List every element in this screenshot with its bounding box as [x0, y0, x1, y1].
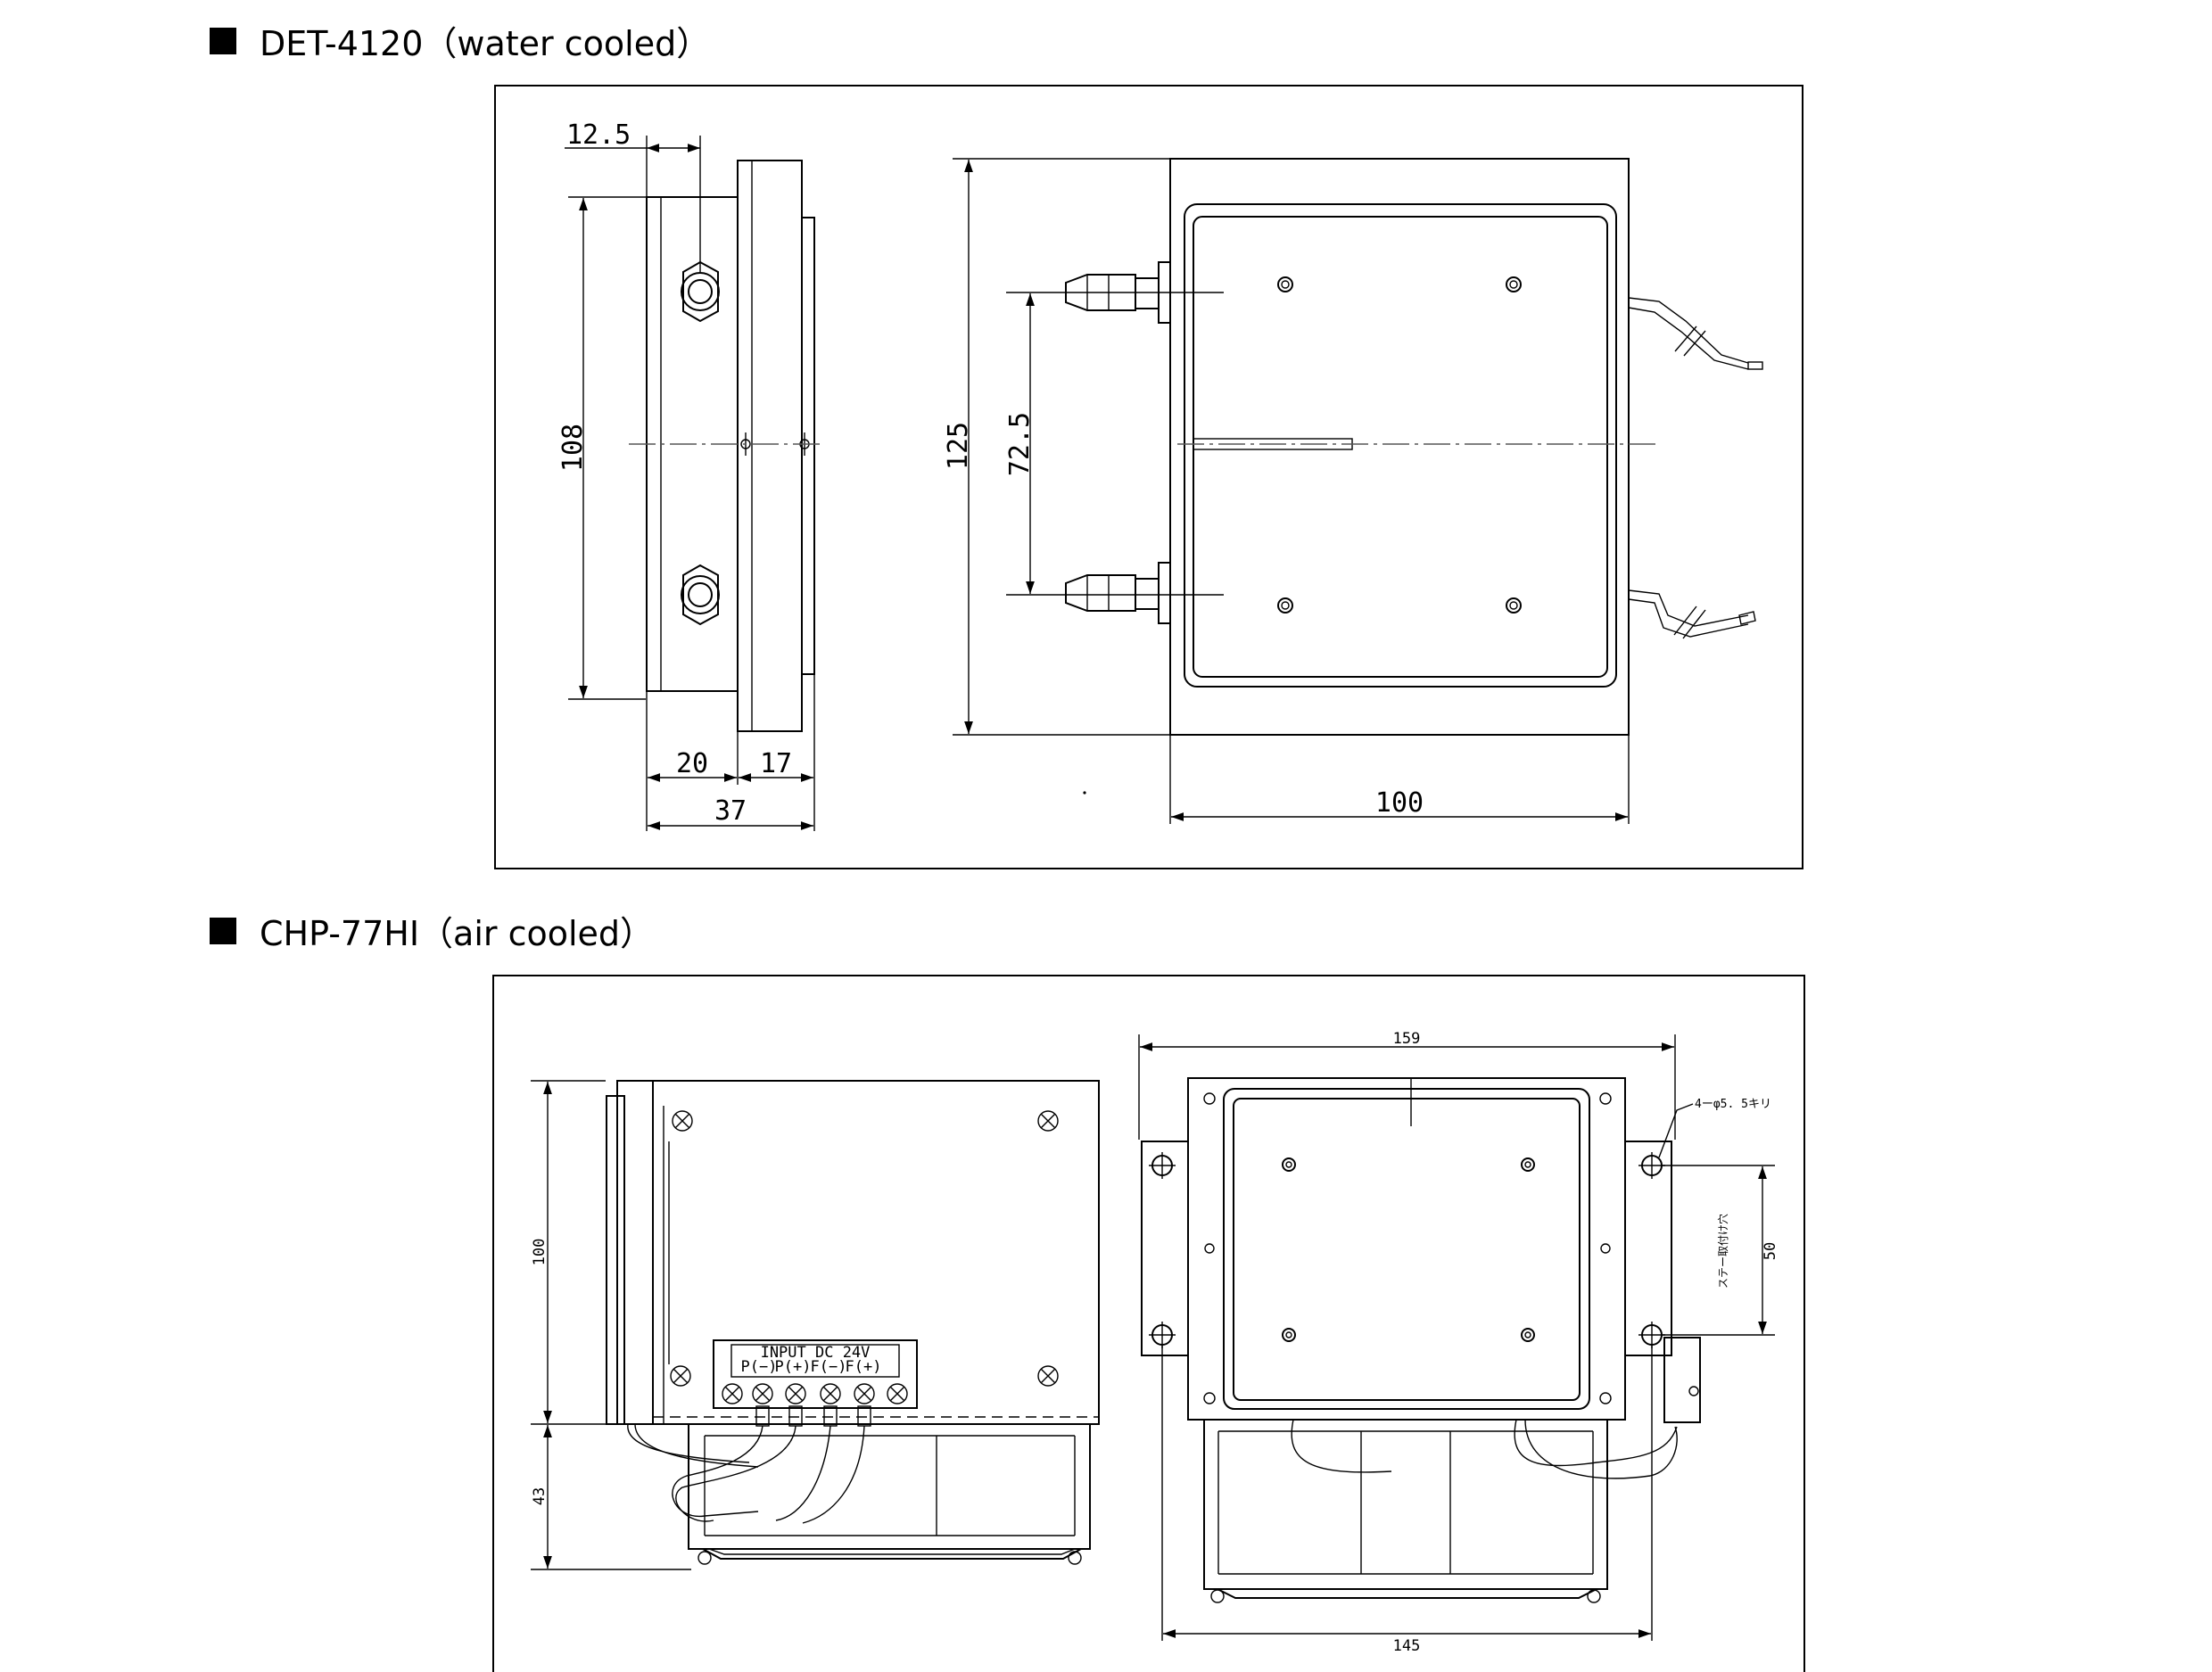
water-fitting-icon	[681, 564, 720, 626]
chp77hi-front-dimensions: 159 145 50 ステー取付け穴 4ーφ5. 5キリ	[1138, 1030, 1779, 1655]
section-heading-chp77hi: CHP-77HI（air cooled）	[210, 906, 654, 955]
drawing-frame-chp77hi	[492, 975, 1805, 1672]
dim-100: 100	[1375, 787, 1424, 819]
lead-wire-icon	[1628, 297, 1763, 639]
det4120-side-view	[629, 160, 825, 732]
terminal-label: F(−)	[811, 1358, 847, 1376]
dim-12-5: 12.5	[566, 119, 631, 151]
square-bullet-icon	[210, 27, 236, 54]
dim-145: 145	[1393, 1637, 1421, 1655]
dim-100: 100	[531, 1239, 549, 1266]
det4120-front-dimensions: 125 72.5 100	[943, 158, 1630, 824]
square-bullet-icon	[210, 917, 236, 944]
fan-unit-icon	[1203, 1419, 1608, 1603]
terminal-caption: INPUT DC 24V	[761, 1344, 871, 1362]
drawing-frame-det4120	[494, 85, 1803, 869]
wire-harness-icon	[1291, 1419, 1678, 1479]
mount-hole-icon	[1149, 1152, 1665, 1348]
dim-125: 125	[943, 422, 974, 470]
mount-screw-icon	[1277, 276, 1522, 614]
dim-37: 37	[714, 795, 747, 827]
chp77hi-front-view	[1141, 1077, 1701, 1603]
dim-159: 159	[1393, 1030, 1421, 1048]
dim-50: 50	[1762, 1242, 1779, 1260]
dim-72-5: 72.5	[1004, 412, 1036, 476]
dim-17: 17	[760, 748, 792, 779]
det4120-front-view	[1065, 158, 1763, 736]
bracket-hole-note: ステー取付け穴	[1716, 1214, 1729, 1289]
mount-screw-icon	[1282, 1157, 1535, 1342]
hole-spec-note: 4ーφ5. 5キリ	[1695, 1098, 1771, 1111]
dim-108: 108	[557, 424, 589, 472]
section-heading-det4120: DET-4120（water cooled）	[210, 16, 710, 65]
terminal-block: INPUT DC 24V P(−) P(+) F(−) F(+)	[713, 1339, 918, 1427]
det4120-side-dimensions: 12.5 108 20 17 37	[557, 119, 815, 831]
wire-harness-icon	[627, 1423, 865, 1524]
terminal-screw-icon	[722, 1383, 908, 1404]
chp77hi-side-view: INPUT DC 24V P(−) P(+) F(−) F(+)	[606, 1080, 1100, 1565]
hose-nipple-icon	[1065, 562, 1171, 624]
cross-screw-icon	[670, 1110, 1059, 1387]
fan-unit-icon	[688, 1423, 1091, 1565]
chp77hi-side-dimensions: 100 43	[531, 1080, 691, 1570]
terminal-label: P(+)	[775, 1358, 812, 1376]
terminal-label: F(+)	[846, 1358, 882, 1376]
section-title: DET-4120（water cooled）	[260, 24, 711, 63]
section-title: CHP-77HI（air cooled）	[260, 914, 655, 953]
terminal-label: P(−)	[741, 1358, 778, 1376]
dim-43: 43	[531, 1487, 549, 1505]
corner-rivet-icon	[1203, 1092, 1612, 1404]
dim-20: 20	[676, 748, 708, 779]
